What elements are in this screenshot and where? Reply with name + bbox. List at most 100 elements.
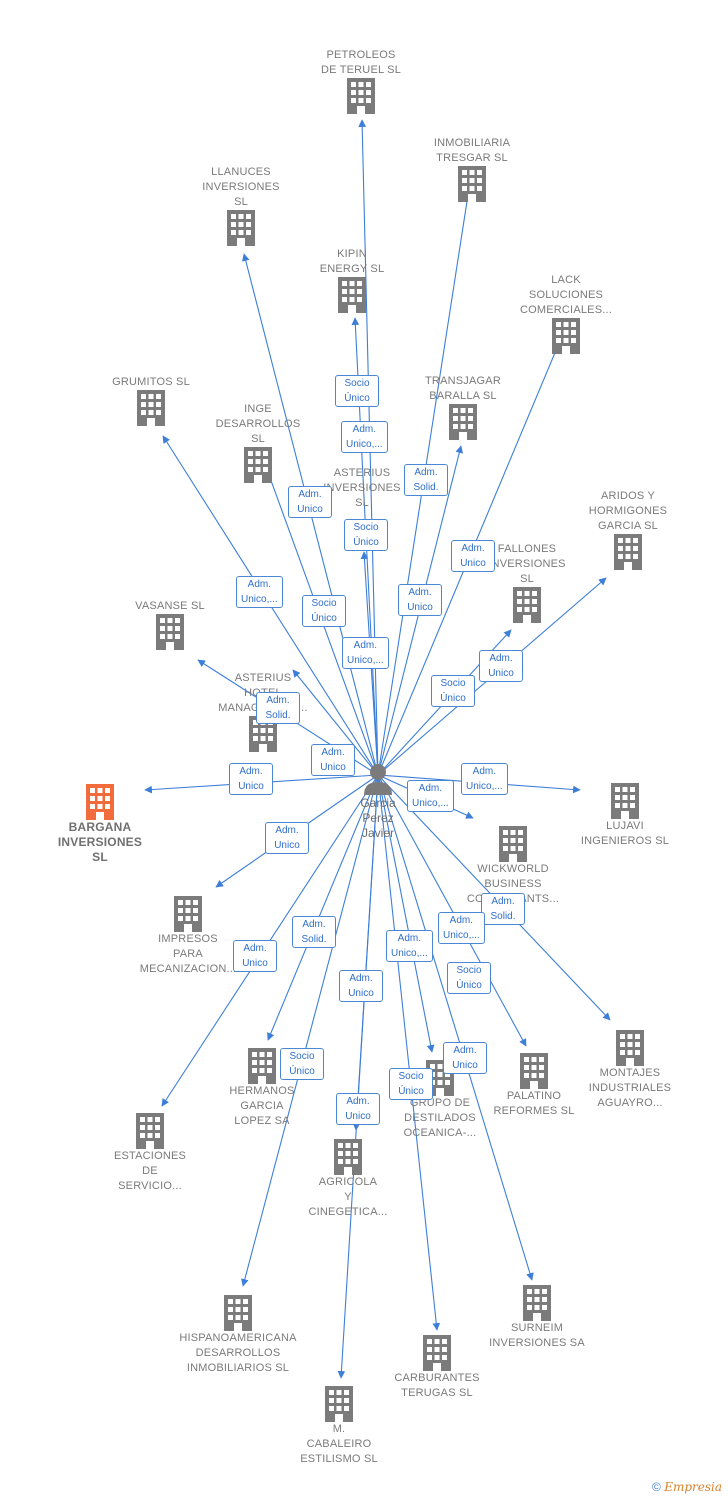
- building-icon: [334, 1139, 362, 1175]
- relation-label[interactable]: Adm. Unico,...: [342, 637, 389, 669]
- company-llanuces[interactable]: LLANUCES INVERSIONES SL: [166, 165, 316, 246]
- relation-label[interactable]: Socio Único: [335, 375, 379, 407]
- company-label: HERMANOS GARCIA LOPEZ SA: [229, 1085, 295, 1127]
- relation-label[interactable]: Adm. Unico: [229, 763, 273, 795]
- relation-edge: [377, 774, 441, 1331]
- relation-label[interactable]: Socio Único: [344, 519, 388, 551]
- relation-label[interactable]: Adm. Unico: [336, 1093, 380, 1125]
- relation-label[interactable]: Adm. Unico,...: [386, 930, 433, 962]
- company-label: IMPRESOS PARA MECANIZACION...: [139, 933, 237, 975]
- relation-label[interactable]: Adm. Unico: [233, 940, 277, 972]
- company-palatino[interactable]: PALATINO REFORMES SL: [459, 1053, 609, 1119]
- relation-edge: [241, 774, 379, 1287]
- building-icon: [458, 166, 486, 202]
- relation-label[interactable]: Adm. Unico: [398, 584, 442, 616]
- relation-label[interactable]: Adm. Unico: [265, 822, 309, 854]
- company-estaciones[interactable]: ESTACIONES DE SERVICIO...: [75, 1113, 225, 1194]
- relation-label[interactable]: Adm. Unico,...: [341, 421, 388, 453]
- person-icon: [364, 764, 392, 795]
- company-vasanse[interactable]: VASANSE SL: [95, 599, 245, 650]
- company-transjagar[interactable]: TRANSJAGAR BARALLA SL: [388, 374, 538, 440]
- relation-label[interactable]: Adm. Unico,...: [236, 576, 283, 608]
- person-node[interactable]: Garcia Perez Javier: [338, 762, 418, 841]
- relation-edge: [377, 774, 534, 1281]
- company-label: ESTACIONES DE SERVICIO...: [113, 1150, 187, 1192]
- company-hermanos[interactable]: HERMANOS GARCIA LOPEZ SA: [187, 1048, 337, 1129]
- building-icon: [136, 1113, 164, 1149]
- building-icon: [347, 78, 375, 114]
- building-icon: [513, 587, 541, 623]
- company-surneim[interactable]: SURNEIM INVERSIONES SA: [462, 1285, 612, 1351]
- relation-label[interactable]: Adm. Unico: [443, 1042, 487, 1074]
- company-label: BARGANA INVERSIONES SL: [57, 820, 143, 864]
- relation-edge: [377, 774, 527, 1047]
- company-label: INMOBILIARIA TRESGAR SL: [433, 137, 511, 164]
- company-label: PALATINO REFORMES SL: [493, 1090, 575, 1117]
- company-asterius-hotel[interactable]: ASTERIUS HOTEL MANAGEMENT...: [188, 671, 338, 752]
- company-label: FALLONES INVERSIONES SL: [488, 543, 566, 585]
- company-label: AGRICOLA Y CINEGETICA...: [308, 1176, 388, 1218]
- building-icon: [248, 1048, 276, 1084]
- building-icon: [611, 783, 639, 819]
- company-aridos[interactable]: ARIDOS Y HORMIGONES GARCIA SL: [553, 489, 703, 570]
- building-icon: [325, 1386, 353, 1422]
- company-grumitos[interactable]: GRUMITOS SL: [76, 375, 226, 426]
- relation-label[interactable]: Socio Único: [280, 1048, 324, 1080]
- company-hispanoamericana[interactable]: HISPANOAMERICANA DESARROLLOS INMOBILIARI…: [163, 1295, 313, 1376]
- company-label: SURNEIM INVERSIONES SA: [489, 1322, 585, 1349]
- relation-label[interactable]: Adm. Unico,...: [407, 780, 454, 812]
- relation-label[interactable]: Socio Único: [302, 595, 346, 627]
- relation-label[interactable]: Adm. Unico: [451, 540, 495, 572]
- relation-label[interactable]: Socio Único: [447, 962, 491, 994]
- company-petroleos[interactable]: PETROLEOS DE TERUEL SL: [286, 48, 436, 114]
- relation-label[interactable]: Adm. Unico: [288, 486, 332, 518]
- relation-label[interactable]: Adm. Unico,...: [438, 912, 485, 944]
- relation-edge: [292, 669, 379, 776]
- building-icon: [338, 277, 366, 313]
- relation-label[interactable]: Adm. Unico: [339, 970, 383, 1002]
- copyright-symbol: ©: [652, 1480, 661, 1494]
- building-icon: [244, 447, 272, 483]
- building-icon: [174, 896, 202, 932]
- company-label: HISPANOAMERICANA DESARROLLOS INMOBILIARI…: [179, 1332, 297, 1374]
- relation-label[interactable]: Adm. Unico: [311, 744, 355, 776]
- company-label: M. CABALEIRO ESTILISMO SL: [300, 1423, 378, 1465]
- company-label: PETROLEOS DE TERUEL SL: [320, 49, 402, 76]
- building-icon: [224, 1295, 252, 1331]
- company-label: ASTERIUS INVERSIONES SL: [323, 467, 401, 509]
- relation-edge: [377, 774, 435, 1053]
- company-impresos[interactable]: IMPRESOS PARA MECANIZACION...: [113, 896, 263, 977]
- relation-label[interactable]: Socio Único: [431, 675, 475, 707]
- company-cabaleiro[interactable]: M. CABALEIRO ESTILISMO SL: [264, 1386, 414, 1467]
- company-fallones[interactable]: FALLONES INVERSIONES SL: [452, 542, 602, 623]
- company-label: CARBURANTES TERUGAS SL: [394, 1372, 480, 1399]
- company-label: MONTAJES INDUSTRIALES AGUAYRO...: [588, 1067, 672, 1109]
- company-label: TRANSJAGAR BARALLA SL: [425, 375, 501, 402]
- company-carburantes[interactable]: CARBURANTES TERUGAS SL: [362, 1335, 512, 1401]
- company-inmobiliaria[interactable]: INMOBILIARIA TRESGAR SL: [397, 136, 547, 202]
- company-inge[interactable]: INGE DESARROLLOS SL: [183, 402, 333, 483]
- relation-label[interactable]: Adm. Solid.: [481, 893, 525, 925]
- company-label: GRUPO DE DESTILADOS OCEANICA-...: [403, 1097, 477, 1139]
- company-asterius-inversiones[interactable]: ASTERIUS INVERSIONES SL: [287, 466, 437, 511]
- company-label: INGE DESARROLLOS SL: [215, 403, 301, 445]
- company-lujavi[interactable]: LUJAVI INGENIEROS SL: [550, 783, 700, 849]
- relation-label[interactable]: Adm. Unico,...: [461, 763, 508, 795]
- building-icon: [86, 784, 114, 820]
- company-kipin[interactable]: KIPIN ENERGY SL: [277, 247, 427, 313]
- building-icon: [523, 1285, 551, 1321]
- company-montajes[interactable]: MONTAJES INDUSTRIALES AGUAYRO...: [555, 1030, 705, 1111]
- building-icon: [499, 826, 527, 862]
- company-label: ARIDOS Y HORMIGONES GARCIA SL: [588, 490, 668, 532]
- relation-label[interactable]: Socio Único: [389, 1068, 433, 1100]
- building-icon: [449, 404, 477, 440]
- company-bargana-focus[interactable]: BARGANA INVERSIONES SL: [25, 784, 175, 865]
- relation-label[interactable]: Adm. Solid.: [256, 692, 300, 724]
- company-agricola[interactable]: AGRICOLA Y CINEGETICA...: [273, 1139, 423, 1220]
- relation-label[interactable]: Adm. Solid.: [292, 916, 336, 948]
- relation-label[interactable]: Adm. Unico: [479, 650, 523, 682]
- building-icon: [552, 318, 580, 354]
- company-lack[interactable]: LACK SOLUCIONES COMERCIALES...: [491, 273, 641, 354]
- relation-label[interactable]: Adm. Solid.: [404, 464, 448, 496]
